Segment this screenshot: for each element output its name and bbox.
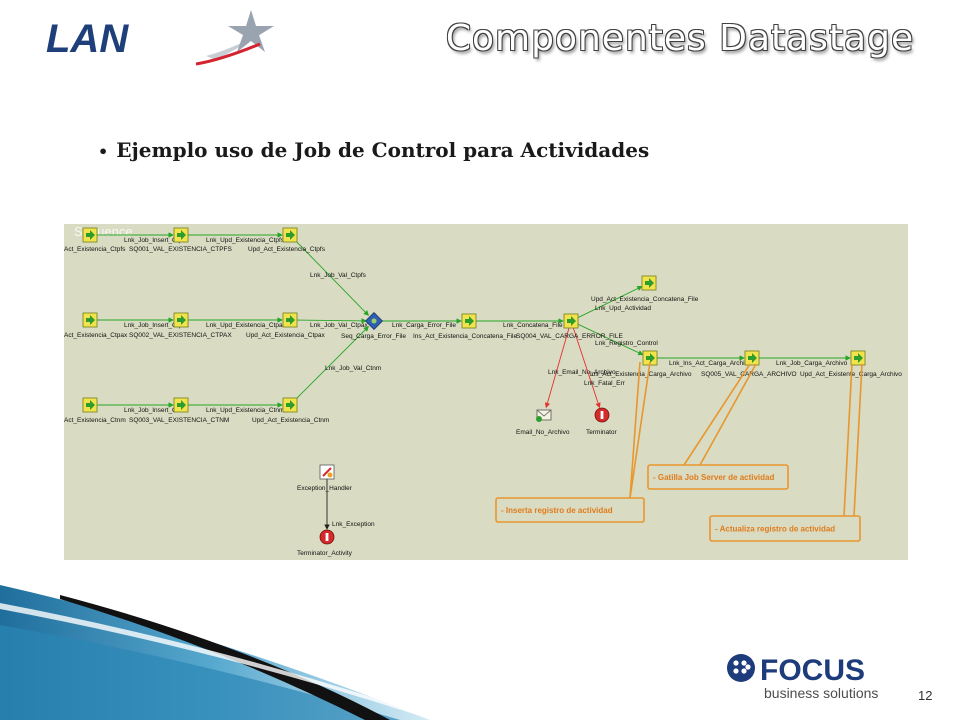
decorative-swoosh (0, 585, 440, 720)
bullet-icon: • (98, 142, 109, 161)
stage-label: Upd_Act_Existencia_Ctpax (246, 332, 326, 339)
stage-label: Terminator_Activity (297, 550, 353, 557)
stage-term-icon[interactable] (319, 529, 335, 545)
callout-pointer (629, 361, 641, 499)
link-label: Lnk_Upd_Actividad (595, 305, 651, 312)
focus-logo-text: FOCUS (760, 654, 865, 687)
stage-term-icon[interactable] (594, 407, 610, 423)
link-label: Lnk_Carga_Error_File (392, 322, 456, 329)
link-label: Lnk_Job_Carga_Archivo (776, 360, 848, 367)
callout-box (647, 464, 789, 490)
stage-job-icon[interactable] (282, 397, 298, 413)
lan-logo-text: LAN (46, 17, 129, 61)
link-line[interactable] (572, 327, 601, 409)
stage-label: SQ005_VAL_CARGA_ARCHIVO (701, 371, 797, 378)
stage-job-icon[interactable] (173, 227, 189, 243)
stage-label: Upd_Act_Existencia_Concatena_File (591, 296, 699, 303)
callout-box (709, 515, 861, 542)
link-line[interactable] (577, 323, 644, 356)
stage-job-icon[interactable] (744, 350, 760, 366)
stage-label: Upd_Act_Existencia_Ctpfs (248, 246, 326, 253)
stage-label: Act_Existencia_Ctnm (64, 417, 126, 424)
stage-job-icon[interactable] (641, 275, 657, 291)
stage-job-icon[interactable] (82, 227, 98, 243)
stage-label: Terminator (586, 429, 618, 436)
link-line[interactable] (296, 318, 367, 324)
page-number: 12 (918, 688, 933, 703)
link-label: Lnk_Upd_Existencia_Ctnm (206, 407, 284, 414)
callout-box (495, 497, 645, 523)
link-label: Lnk_Ins_Act_Carga_Archivo (669, 360, 752, 367)
stage-label: Ins_Act_Existencia_Carga_Archivo (590, 371, 692, 378)
link-label: Lnk_Registro_Control (595, 340, 658, 347)
focus-logo: FOCUS business solutions (726, 650, 896, 706)
callout-pointer (699, 363, 757, 466)
link-label: Lnk_Job_Val_Ctnm (325, 365, 381, 372)
stage-label: Exception_Handler (297, 485, 353, 492)
lan-logo: LAN (46, 8, 286, 72)
stage-email-icon[interactable] (536, 409, 552, 422)
callout-text: - Actualiza registro de actividad (715, 525, 835, 534)
stage-label: SQ001_VAL_EXISTENCIA_CTPFS (129, 246, 233, 253)
link-line[interactable] (294, 326, 369, 401)
focus-logo-subtitle: business solutions (764, 685, 878, 701)
callout-text: - Inserta registro de actividad (501, 506, 613, 515)
link-label: Lnk_Job_Insert_Ctpax (124, 322, 190, 329)
stage-job-icon[interactable] (850, 350, 866, 366)
link-label: Lnk_Job_Val_Ctpfs (310, 272, 367, 279)
stage-job-icon[interactable] (461, 313, 477, 329)
slide-title: Componentes Datastage (445, 18, 915, 59)
stage-label: SQ003_VAL_EXISTENCIA_CTNM (129, 417, 229, 424)
stage-label: Seq_Carga_Error_File (341, 333, 406, 340)
stage-job-icon[interactable] (82, 397, 98, 413)
stage-label: Act_Existencia_Ctpax (64, 332, 128, 339)
stage-label: SQ002_VAL_EXISTENCIA_CTPAX (129, 332, 232, 339)
link-label: Lnk_Job_Insert_Ctnm (124, 407, 188, 414)
bullet-item: • Ejemplo uso de Job de Control para Acti… (98, 138, 649, 162)
stage-label: Ins_Act_Existencia_Concatena_File (413, 333, 517, 340)
link-label: Lnk_Email_No_Archivo (548, 369, 616, 376)
stage-seq-icon[interactable] (364, 311, 384, 331)
link-line[interactable] (544, 327, 570, 409)
callout-pointer (683, 363, 751, 466)
link-label: Lnk_Exception (332, 521, 375, 528)
link-label: Lnk_Upd_Existencia_Ctpfs (206, 237, 285, 244)
link-label: Lnk_Job_Val_Ctpax (310, 322, 368, 329)
stage-job-icon[interactable] (282, 312, 298, 328)
stage-label: Upd_Act_Existencia_Ctnm (252, 417, 329, 424)
stage-job-icon[interactable] (563, 313, 579, 329)
callout-text: - Gatilla Job Server de actividad (653, 473, 774, 482)
stage-job-icon[interactable] (173, 312, 189, 328)
stage-job-icon[interactable] (282, 227, 298, 243)
stage-handler-icon[interactable] (319, 464, 335, 480)
stage-job-icon[interactable] (173, 397, 189, 413)
callout-pointer (843, 363, 853, 517)
stage-label: Email_No_Archivo (516, 429, 570, 436)
stage-label: Act_Existencia_Ctpfs (64, 246, 126, 253)
callout-pointer (629, 361, 651, 499)
link-label: Lnk_Upd_Existencia_Ctpax (206, 322, 287, 329)
stage-job-icon[interactable] (82, 312, 98, 328)
link-line[interactable] (577, 286, 643, 319)
callout-pointer (853, 363, 863, 517)
link-label: Lnk_Concatena_File (503, 322, 563, 329)
link-line[interactable] (294, 239, 370, 316)
link-label: Lnk_Fatal_Err (584, 380, 626, 387)
link-label: Lnk_Job_Insert_Ctpfs (124, 237, 188, 244)
bullet-text: Ejemplo uso de Job de Control para Activ… (116, 138, 650, 162)
stage-label: SQ004_VAL_CARGA_ERROR_FILE (516, 333, 623, 340)
